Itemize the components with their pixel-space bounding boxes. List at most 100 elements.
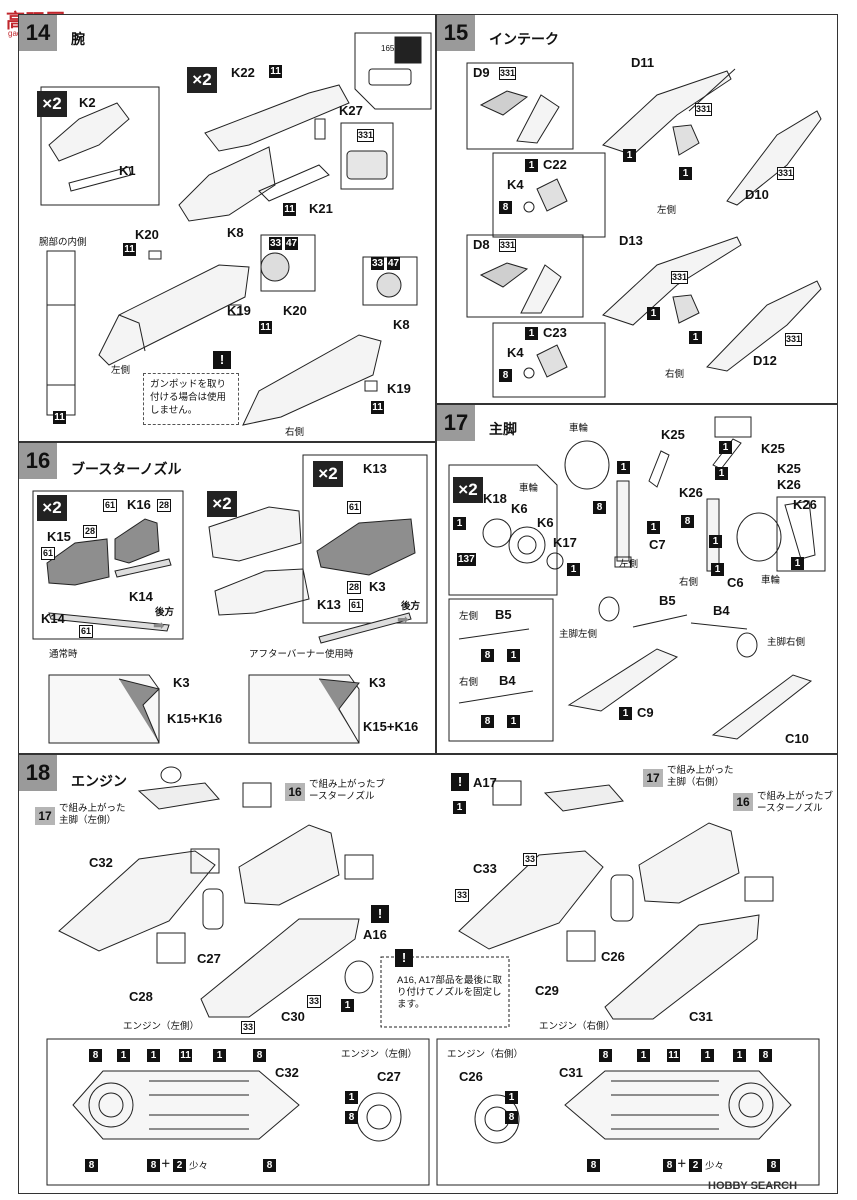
part-label: K13 [363,461,387,476]
part-label: K18 [483,491,507,506]
color-badge: 8 [759,1049,772,1062]
step-title: ブースターノズル [71,461,182,477]
step-reference-text: で組み上がったブースターノズル [309,779,386,802]
color-badge: 1 [679,167,692,180]
wheel-caption: 車輪 [761,575,781,586]
wheel-caption: 車輪 [519,483,539,494]
color-badge: 8 [147,1159,160,1172]
multiplier-x2: ×2 [207,491,237,517]
part-label: K13 [317,597,341,612]
color-badge: 61 [41,547,55,560]
main-gear-right-caption: 主脚右側 [767,637,806,648]
color-badge: 47 [285,237,299,250]
color-badge: 8 [663,1159,676,1172]
right-side-caption: 右側 [679,577,699,588]
part-label: K3 [369,675,386,690]
color-badge: 47 [387,257,401,270]
part-label: K6 [537,515,554,530]
part-label: K19 [387,381,411,396]
part-label: C28 [129,989,153,1004]
part-label: D8 [473,237,490,252]
color-badge: 1 [567,563,580,576]
part-label: C31 [689,1009,713,1024]
color-badge: 8 [253,1049,266,1062]
color-badge: 1 [213,1049,226,1062]
step-number: 16 [19,443,57,479]
color-badge: 11 [259,321,272,334]
color-badge: 61 [347,501,361,514]
right-side-caption: 右側 [665,369,685,380]
step-reference-text: で組み上がった主脚（右側） [667,765,734,788]
color-badge: 8 [499,201,512,214]
part-label: K27 [339,103,363,118]
color-badge: 1 [505,1091,518,1104]
color-badge: 8 [593,501,606,514]
engine-left-title: エンジン（左側） [341,1049,418,1060]
part-label: K25 [777,461,801,476]
step-16-panel: 16 ブースターノズル ×2 ×2 ×2 61 K16 28 K15 28 61… [18,442,436,754]
part-label: K2 [79,95,96,110]
step-reference-17: 17 [35,807,55,825]
color-badge: 33 [269,237,283,250]
step-title: エンジン [71,773,127,789]
step-title: 主脚 [489,421,517,437]
part-label: K26 [777,477,801,492]
step-reference-text: で組み上がったブースターノズル [757,791,834,814]
part-label: A16 [363,927,387,942]
color-badge: 8 [345,1111,358,1124]
step-reference-16: 16 [285,783,305,801]
part-label: K3 [173,675,190,690]
color-badge: 331 [785,333,803,346]
multiplier-x2: ×2 [37,91,67,117]
engine-right-caption: エンジン（右側） [539,1021,616,1032]
left-side-caption: 左側 [657,205,677,216]
part-label: K20 [283,303,307,318]
part-label: K17 [553,535,577,550]
part-label: C31 [559,1065,583,1080]
little-note: 少々 [705,1161,725,1172]
step-number: 17 [437,405,475,441]
part-label: C26 [459,1069,483,1084]
step-number: 15 [437,15,475,51]
part-label: K4 [507,177,524,192]
part-label: C32 [89,855,113,870]
part-label: K26 [679,485,703,500]
color-badge: 1 [117,1049,130,1062]
color-badge: 61 [349,599,363,612]
part-label: D9 [473,65,490,80]
plus-sign: ＋ [161,1159,171,1170]
color-badge: 1 [147,1049,160,1062]
color-badge: 331 [499,239,517,252]
part-label: K15+K16 [167,711,223,726]
color-badge: 1 [617,461,630,474]
color-badge: 1 [791,557,804,570]
part-label: K8 [393,317,410,332]
step-reference-text: で組み上がった主脚（左側） [59,803,126,826]
part-label: C30 [281,1009,305,1024]
color-badge: 1 [711,563,724,576]
color-badge: 28 [83,525,97,538]
color-badge: 11 [283,203,296,216]
part-label: K4 [507,345,524,360]
little-note: 少々 [189,1161,209,1172]
step-title: インテーク [489,31,559,47]
color-badge: 8 [263,1159,276,1172]
step-18-drawing [46,766,820,1186]
color-badge: 8 [505,1111,518,1124]
watermark-text: HOBBY SEARCH [708,1180,798,1192]
step-18-panel: 1 8 エンジン 17 で組み上がった主脚（左側） 16 で組み上がったブースター… [18,754,838,1194]
color-badge: 8 [481,715,494,728]
part-label: C26 [601,949,625,964]
part-label: D13 [619,233,643,248]
color-badge: 28 [347,581,361,594]
part-label: C9 [637,705,654,720]
step-note: A16, A17部品を最後に取り付けてノズルを固定します。 [397,975,503,1010]
multiplier-x2: ×2 [37,495,67,521]
color-badge: 1 [345,1091,358,1104]
arrow-right-icon: ➡ [153,617,165,633]
right-side-caption: 右側 [459,677,479,688]
afterburner-caption: アフターバーナー使用時 [249,649,354,660]
part-label: C33 [473,861,497,876]
part-label: K15 [47,529,71,544]
part-label: D10 [745,187,769,202]
